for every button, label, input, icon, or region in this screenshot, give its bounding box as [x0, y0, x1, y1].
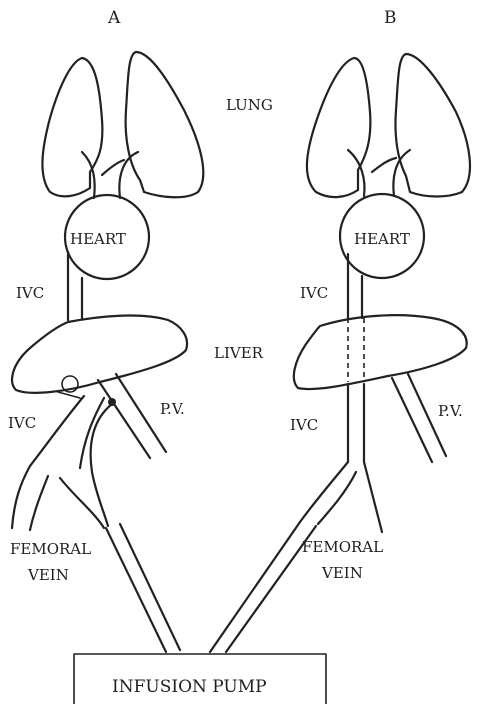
panel-b-ivc-lower-label: IVC	[290, 416, 318, 434]
panel-a-title: A	[107, 8, 121, 28]
panel-a-ivc-upper-label: IVC	[16, 284, 44, 302]
panel-b-heart-label: HEART	[354, 230, 410, 248]
panel-b-vessel-arch	[372, 158, 396, 172]
panel-b-vessel-right	[393, 150, 410, 196]
panel-a-vessel-right	[119, 152, 138, 198]
panel-b-cannula-line1	[210, 522, 300, 652]
panel-b-left-lung	[307, 58, 370, 197]
infusion-pump: INFUSION PUMP	[74, 654, 326, 704]
lung-label: LUNG	[226, 96, 273, 114]
infusion-pump-label: INFUSION PUMP	[112, 677, 267, 697]
panel-a-iliac-left-inner	[30, 476, 48, 530]
panel-b-iliac-left-inner	[318, 472, 356, 524]
panel-b-femoral-label-1: FEMORAL	[302, 538, 383, 556]
panel-a-pv-wall2	[116, 374, 166, 452]
panel-a-pv-wall1	[98, 380, 150, 458]
panel-b-iliac-right	[364, 462, 382, 532]
panel-a-ivc-lower-label: IVC	[8, 414, 36, 432]
panel-a-right-lung	[126, 52, 204, 197]
panel-a-femoral-label-1: FEMORAL	[10, 540, 91, 558]
panel-a-pv-label: P.V.	[160, 400, 185, 418]
panel-a-ivc-lower-wall1	[30, 396, 84, 466]
panel-a-iliac-left	[12, 466, 30, 528]
panel-a-cannula-upper	[91, 404, 112, 526]
panel-b-ivc-upper-label: IVC	[300, 284, 328, 302]
panel-b-iliac-left	[300, 462, 348, 522]
panel-b-pv-wall1	[392, 378, 432, 462]
panel-b-vessel-left	[348, 150, 364, 196]
panel-b-femoral-label-2: VEIN	[321, 564, 363, 582]
panel-b-pv-label: P.V.	[438, 402, 463, 420]
panel-a-heart-label: HEART	[70, 230, 126, 248]
panel-b-title: B	[384, 8, 397, 28]
panel-a-clip-tie	[58, 392, 80, 398]
panel-a-iliac-right	[60, 478, 104, 528]
panel-a-cannula-line2	[120, 524, 180, 650]
liver-label: LIVER	[214, 344, 264, 362]
panel-b-liver	[294, 315, 467, 389]
panel-a-cannula-line1	[106, 528, 166, 652]
panel-a-femoral-label-2: VEIN	[27, 566, 69, 584]
panel-b-right-lung	[395, 54, 469, 197]
